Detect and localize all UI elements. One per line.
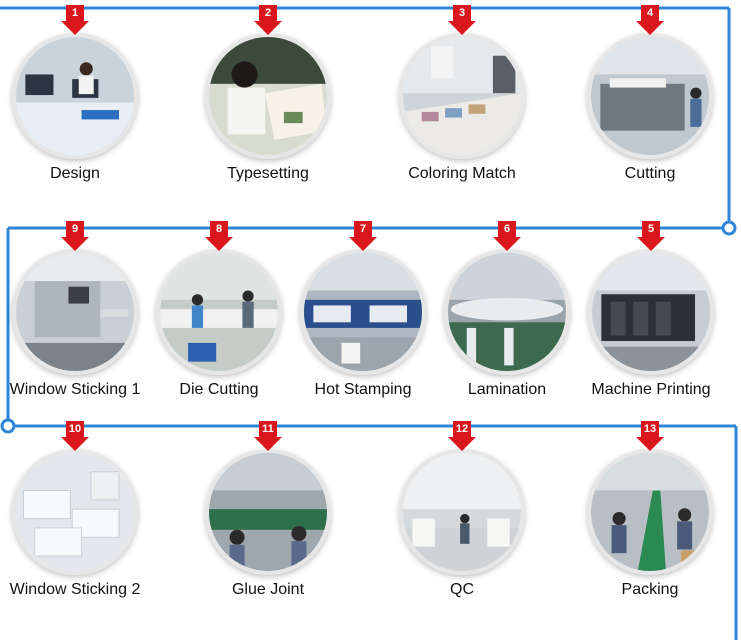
step-photo <box>205 449 331 575</box>
step-number: 9 <box>71 223 79 235</box>
step-number-badge: 5 <box>637 221 665 251</box>
step-number-badge: 2 <box>254 5 282 35</box>
step-number-badge: 13 <box>636 421 664 451</box>
step-number: 6 <box>503 223 511 235</box>
flow-joint-dot-left <box>0 418 16 434</box>
down-arrow-icon <box>254 421 282 451</box>
step-label: Window Sticking 1 <box>9 381 141 398</box>
step-label: Cutting <box>624 165 676 182</box>
step-number-badge: 1 <box>61 5 89 35</box>
step-number-badge: 12 <box>448 421 476 451</box>
down-arrow-icon <box>636 5 664 35</box>
down-arrow-icon <box>637 221 665 251</box>
step-number-badge: 6 <box>493 221 521 251</box>
step-number: 11 <box>262 423 274 435</box>
step-label: Glue Joint <box>231 581 305 598</box>
step-number: 4 <box>646 7 654 19</box>
step-number-badge: 9 <box>61 221 89 251</box>
step-number-badge: 7 <box>349 221 377 251</box>
step-label: Hot Stamping <box>314 381 412 398</box>
step-photo <box>587 449 713 575</box>
step-label: Window Sticking 2 <box>9 581 141 598</box>
step-photo <box>399 33 525 159</box>
step-photo <box>444 249 570 375</box>
down-arrow-icon <box>636 421 664 451</box>
step-label: Typesetting <box>227 165 309 182</box>
step-label: Packing <box>621 581 679 598</box>
step-photo <box>12 449 138 575</box>
step-number-badge: 3 <box>448 5 476 35</box>
down-arrow-icon <box>254 5 282 35</box>
step-photo <box>205 33 331 159</box>
step-number-badge: 10 <box>61 421 89 451</box>
step-number-badge: 4 <box>636 5 664 35</box>
step-photo <box>12 249 138 375</box>
down-arrow-icon <box>61 5 89 35</box>
down-arrow-icon <box>493 221 521 251</box>
step-label: Coloring Match <box>408 165 516 182</box>
step-label: Machine Printing <box>591 381 711 398</box>
down-arrow-icon <box>448 5 476 35</box>
step-photo <box>12 33 138 159</box>
flow-joint-dot-right <box>721 220 737 236</box>
step-number: 12 <box>455 423 469 435</box>
step-photo <box>300 249 426 375</box>
down-arrow-icon <box>205 221 233 251</box>
step-number: 8 <box>215 223 223 235</box>
step-number: 2 <box>264 7 272 19</box>
step-label: QC <box>450 581 474 598</box>
step-number: 1 <box>71 7 79 19</box>
step-photo <box>399 449 525 575</box>
step-photo <box>588 249 714 375</box>
down-arrow-icon <box>448 421 476 451</box>
down-arrow-icon <box>349 221 377 251</box>
step-number: 5 <box>647 223 655 235</box>
step-number-badge: 8 <box>205 221 233 251</box>
step-label: Lamination <box>467 381 547 398</box>
step-label: Die Cutting <box>179 381 259 398</box>
step-number: 7 <box>359 223 367 235</box>
step-number: 13 <box>643 423 657 435</box>
step-photo <box>156 249 282 375</box>
step-number: 10 <box>68 423 82 435</box>
step-label: Design <box>50 165 100 182</box>
down-arrow-icon <box>61 221 89 251</box>
step-number-badge: 11 <box>254 421 282 451</box>
step-number: 3 <box>458 7 466 19</box>
step-photo <box>587 33 713 159</box>
down-arrow-icon <box>61 421 89 451</box>
